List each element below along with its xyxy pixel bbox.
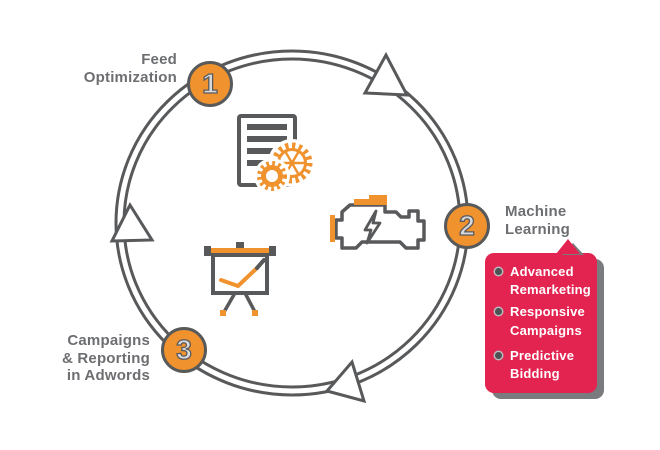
arrowhead-bottom-icon (324, 358, 367, 404)
step-3-badge: 3 (161, 327, 207, 373)
step-3-label: Campaigns & Reporting in Adwords (61, 332, 150, 385)
step-2-badge: 2 (444, 203, 490, 249)
list-item: Predictive Bidding (494, 347, 591, 383)
list-item: Advanced Remarketing (494, 263, 591, 299)
step-2-number: 2 (459, 210, 476, 241)
arrowhead-left-icon (109, 201, 155, 243)
callout-pointer (556, 239, 580, 254)
step-1-badge: 1 (187, 61, 233, 107)
presentation-chart-icon (204, 242, 276, 316)
engine-icon (330, 195, 426, 250)
step-1-label: Feed Optimization (83, 51, 177, 86)
document-gears-icon (237, 114, 316, 194)
step-1-number: 1 (202, 68, 219, 99)
machine-learning-callout-card: Advanced Remarketing Responsive Campaign… (485, 239, 597, 394)
step-2-label: Machine Learning (505, 203, 570, 238)
arrowhead-top-icon (362, 51, 410, 97)
list-item: Responsive Campaigns (494, 303, 591, 339)
step-3-number: 3 (176, 334, 193, 365)
machine-learning-feature-list: Advanced Remarketing Responsive Campaign… (494, 263, 591, 383)
arrowhead-icons (109, 51, 410, 404)
lightning-bolt-icon (363, 209, 382, 245)
